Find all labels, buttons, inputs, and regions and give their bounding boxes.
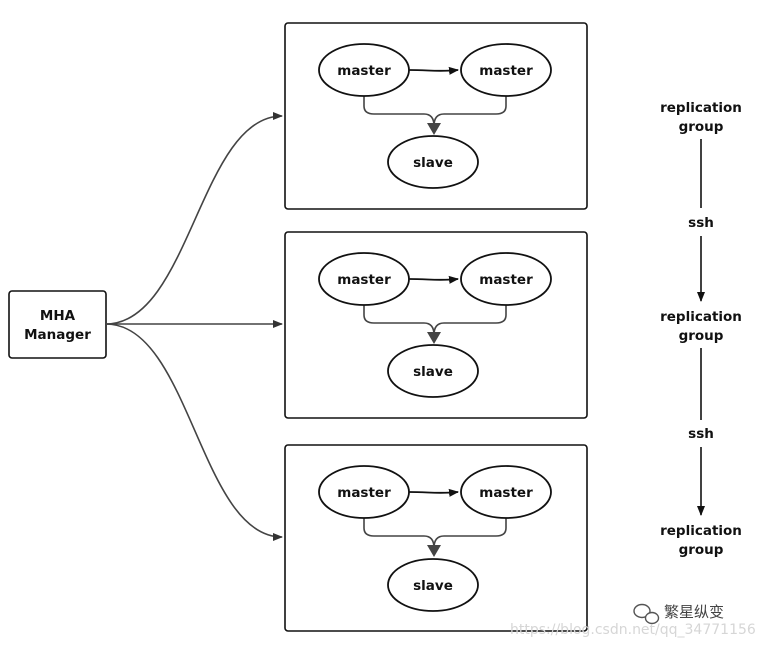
master-node-left	[318, 252, 410, 306]
master-left-to-slave-edge	[363, 96, 435, 127]
slave-label: slave	[413, 578, 453, 594]
master-left-to-slave-edge	[363, 305, 435, 336]
master-node-left	[318, 43, 410, 97]
merge-arrowhead	[427, 332, 441, 344]
master-label-right: master	[479, 272, 533, 288]
master-label-right: master	[479, 485, 533, 501]
master-left-to-slave-edge	[363, 518, 435, 549]
master-node-left	[318, 465, 410, 519]
master-right-to-slave-edge	[433, 518, 507, 549]
wechat-icon	[633, 603, 660, 625]
side-replication-group-3-line2: group	[679, 542, 724, 558]
replication-group-box-3: master master slave	[284, 444, 588, 632]
master-to-master-edge	[408, 66, 459, 75]
merge-arrowhead	[427, 123, 441, 135]
master-label-left: master	[337, 272, 391, 288]
master-to-master-edge	[408, 275, 459, 284]
slave-node	[387, 135, 479, 189]
watermark-brand: 繁星纵变	[664, 603, 724, 621]
master-label-right: master	[479, 63, 533, 79]
watermark: 繁星纵变 https://blog.csdn.net/qq_34771156	[510, 603, 756, 638]
manager-to-group-1-edge	[105, 112, 283, 325]
ssh-label-1: ssh	[688, 215, 714, 231]
manager-to-group-3-edge	[105, 323, 283, 541]
replication-group-box-2: master master slave	[284, 231, 588, 419]
watermark-url: https://blog.csdn.net/qq_34771156	[510, 622, 756, 638]
replication-group-box-1: master master slave	[284, 22, 588, 210]
side-replication-group-3-line1: replication	[660, 523, 742, 539]
manager-label-line1: MHA	[40, 308, 76, 324]
master-node-right	[460, 252, 552, 306]
mha-manager-node: MHA Manager	[8, 290, 107, 359]
ssh-label-2: ssh	[688, 426, 714, 442]
master-label-left: master	[337, 485, 391, 501]
side-replication-group-1-line1: replication	[660, 100, 742, 116]
master-to-master-edge	[408, 488, 459, 497]
master-label-left: master	[337, 63, 391, 79]
side-replication-group-2-line2: group	[679, 328, 724, 344]
master-right-to-slave-edge	[433, 305, 507, 336]
slave-node	[387, 344, 479, 398]
master-right-to-slave-edge	[433, 96, 507, 127]
master-node-right	[460, 465, 552, 519]
master-node-right	[460, 43, 552, 97]
side-replication-group-1-line2: group	[679, 119, 724, 135]
merge-arrowhead	[427, 545, 441, 557]
side-flow: replication group ssh replication group …	[660, 100, 742, 558]
manager-label-line2: Manager	[24, 327, 91, 343]
slave-label: slave	[413, 155, 453, 171]
slave-label: slave	[413, 364, 453, 380]
side-replication-group-2-line1: replication	[660, 309, 742, 325]
slave-node	[387, 558, 479, 612]
